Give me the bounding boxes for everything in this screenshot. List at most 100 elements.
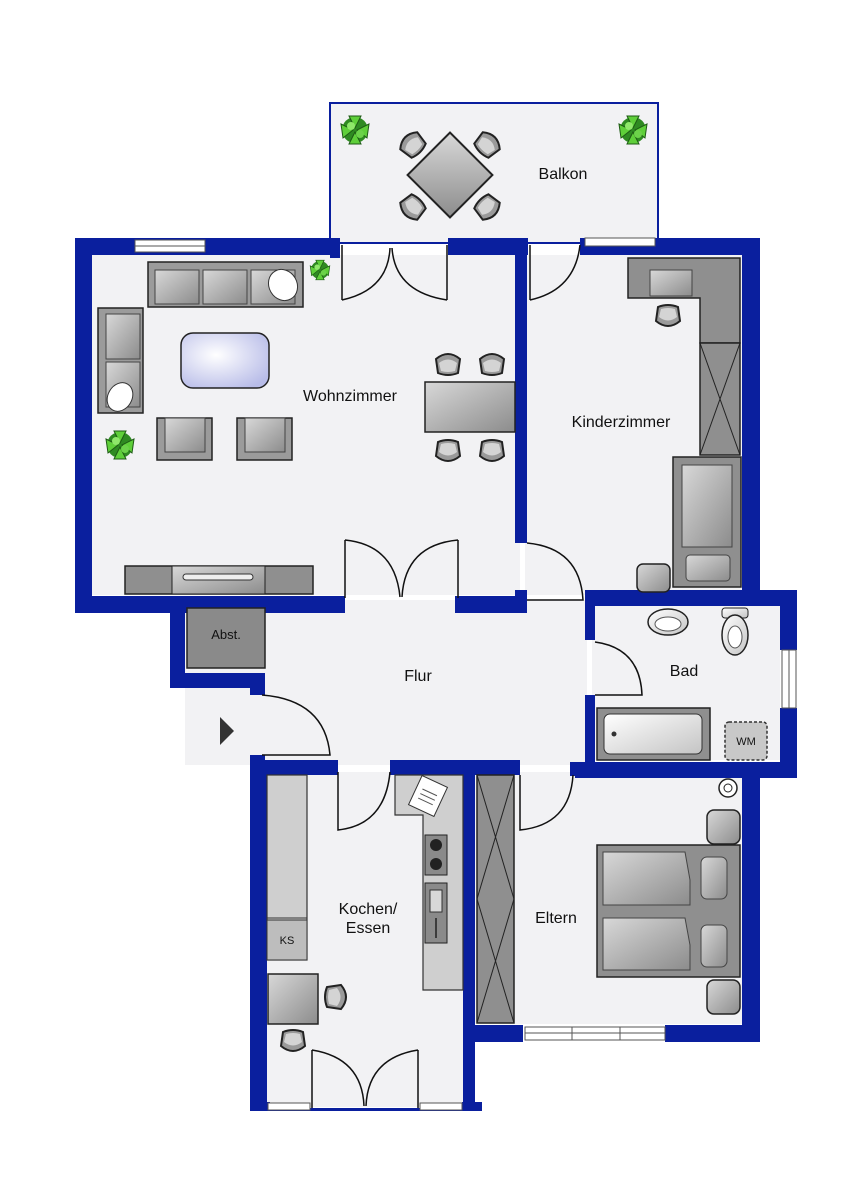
- wall: [250, 1102, 270, 1111]
- wall: [665, 1025, 760, 1042]
- sofa-cushion: [202, 269, 248, 305]
- bed-pillow: [685, 554, 731, 582]
- door-swing: [391, 245, 448, 301]
- sink-bowl: [654, 616, 682, 632]
- door-swing: [519, 774, 574, 831]
- sofa-cushion: [105, 313, 141, 360]
- bed-blanket: [602, 851, 691, 906]
- wall: [250, 760, 267, 1110]
- room-label-abst: Abst.: [211, 627, 241, 642]
- wall: [515, 590, 527, 613]
- door-swing: [594, 641, 643, 696]
- wall: [170, 600, 185, 688]
- balkon-floor: [329, 102, 659, 244]
- wall: [390, 760, 520, 775]
- door-swing: [311, 1049, 365, 1108]
- lamp-inner: [723, 783, 733, 793]
- book-line: [420, 793, 436, 801]
- kueche-furniture: [266, 774, 464, 1052]
- wall: [742, 762, 760, 1042]
- wardrobe-cross: [699, 342, 741, 456]
- chair-icon: [435, 439, 461, 462]
- wardrobe-cross: [476, 774, 515, 1024]
- wall: [515, 238, 527, 543]
- room-labels: Balkon Wohnzimmer Kinderzimmer Flur Bad …: [211, 166, 756, 947]
- cookbook: [407, 774, 449, 818]
- wall: [742, 238, 760, 603]
- door-swing: [337, 771, 391, 831]
- fridge-label: KS: [280, 935, 295, 947]
- burner: [430, 858, 442, 870]
- tv-screen: [182, 573, 254, 581]
- windows: [134, 237, 797, 1111]
- desk-top: [649, 269, 693, 297]
- drain: [611, 731, 617, 737]
- window: [267, 1102, 311, 1111]
- window: [419, 1102, 463, 1111]
- room-label-balkon: Balkon: [539, 166, 588, 183]
- bed-pillow: [700, 856, 728, 900]
- sink-basin: [429, 889, 443, 913]
- door-swings: [261, 244, 643, 1108]
- wall: [250, 1108, 482, 1111]
- door-swing: [261, 694, 331, 756]
- window: [584, 237, 656, 247]
- armchair-seat: [164, 417, 206, 453]
- wohnzimmer-furniture: [97, 259, 516, 595]
- wall: [330, 238, 340, 258]
- wall: [250, 760, 338, 775]
- nightstand: [706, 979, 741, 1015]
- wall: [75, 238, 340, 255]
- bathtub-inner: [603, 713, 703, 755]
- book-line: [422, 788, 438, 797]
- toilet-bowl: [727, 625, 743, 649]
- bad-furniture: [596, 607, 768, 761]
- coffee-table: [180, 332, 270, 389]
- nightstand: [706, 809, 741, 845]
- wall: [780, 708, 797, 778]
- room-label-kinderzimmer: Kinderzimmer: [572, 414, 671, 431]
- wall: [463, 760, 475, 1110]
- kinderzimmer-furniture: [627, 257, 742, 593]
- room-label-eltern: Eltern: [535, 910, 577, 927]
- pillow: [267, 268, 299, 302]
- wall: [250, 673, 265, 695]
- nightstand: [636, 563, 671, 593]
- abstellraum: [186, 607, 266, 669]
- bed-pillow: [700, 924, 728, 968]
- wall: [455, 596, 525, 613]
- room-label-essen: Essen: [346, 920, 390, 937]
- washing-machine: [724, 721, 768, 761]
- wall: [463, 1025, 523, 1042]
- balkon-furniture: [340, 115, 648, 225]
- wall: [780, 590, 797, 650]
- wall: [575, 762, 797, 778]
- wall: [585, 695, 595, 775]
- wall: [75, 238, 92, 613]
- door-swing: [365, 1049, 419, 1108]
- wall: [170, 673, 265, 688]
- armchair-seat: [244, 417, 286, 453]
- room-label-bad: Bad: [670, 663, 698, 680]
- chair-icon: [479, 353, 505, 376]
- chair-icon: [324, 984, 347, 1010]
- chair-icon: [479, 439, 505, 462]
- burner: [430, 839, 442, 851]
- door-swing: [526, 542, 584, 601]
- door-swing: [341, 245, 391, 301]
- lamp-icon: [718, 778, 738, 798]
- book-line: [418, 797, 433, 806]
- sofa-cushion: [154, 269, 200, 305]
- wall: [570, 762, 600, 776]
- balkon-table: [406, 131, 494, 219]
- room-label-kochen: Kochen/: [339, 901, 398, 918]
- pillow: [106, 382, 134, 412]
- washer-label: WM: [736, 736, 756, 748]
- chair-icon: [655, 304, 681, 327]
- wall: [585, 590, 595, 640]
- fridge: [266, 919, 308, 961]
- wardrobe: [476, 774, 515, 1024]
- door-swing: [529, 244, 581, 301]
- chair-icon: [435, 353, 461, 376]
